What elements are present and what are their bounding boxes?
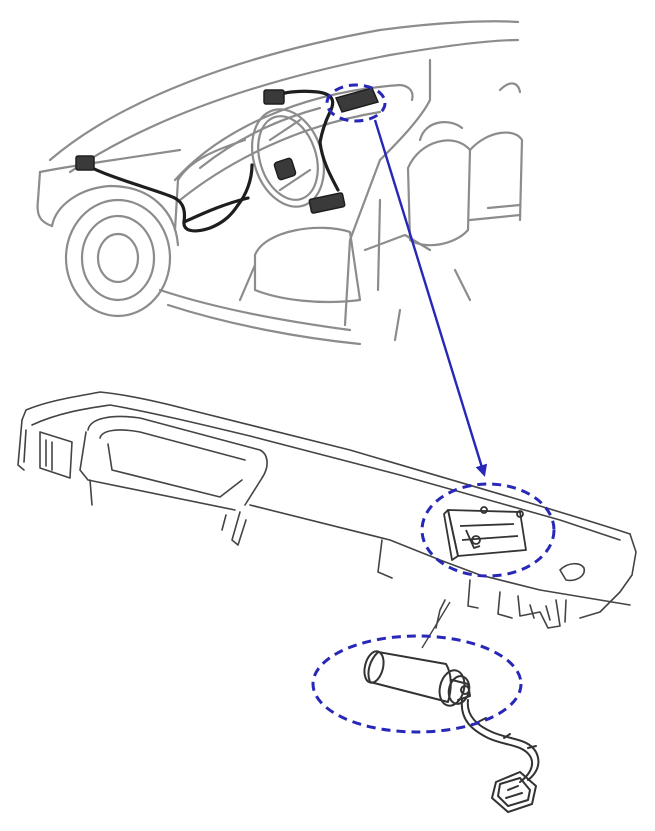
roof-control-unit xyxy=(263,89,285,105)
instrument-cluster-opening xyxy=(87,415,268,506)
car-front-seat xyxy=(253,226,362,304)
dashboard-illustration xyxy=(17,391,637,629)
dashboard-airbag-module xyxy=(443,506,527,561)
car-interior-illustration xyxy=(36,20,524,346)
car-rear-seat xyxy=(468,131,524,222)
left-vent xyxy=(39,431,73,479)
callout-arrow xyxy=(373,119,488,477)
airbag-inflator-assembly xyxy=(363,650,540,813)
car-roofline-inner xyxy=(68,38,520,174)
passenger-airbag-location-highlight xyxy=(325,83,387,123)
steering-airbag-hub xyxy=(273,157,297,181)
car-dashboard xyxy=(173,83,414,182)
inflator-connector xyxy=(491,771,537,813)
car-fender xyxy=(50,184,180,247)
car-hood xyxy=(38,148,182,174)
dashboard-top-edge xyxy=(21,391,631,535)
airbag-inflator-highlight xyxy=(311,634,523,734)
passenger-airbag-in-car xyxy=(334,87,380,113)
dashboard-airbag-module-highlight xyxy=(420,482,556,578)
car-roofline xyxy=(48,20,520,162)
car-front-wheel xyxy=(64,198,172,318)
inflator-leader-line xyxy=(421,601,451,649)
harness-components xyxy=(75,87,380,214)
dashboard-lower-edge xyxy=(249,504,631,606)
car-seat-backrest xyxy=(406,139,472,247)
center-control-module xyxy=(308,192,346,214)
dashboard-right-end xyxy=(579,533,637,619)
airbag-wiring-harness xyxy=(82,89,340,233)
inflator-cable xyxy=(460,699,534,783)
inflator-cylinder xyxy=(367,651,452,703)
front-impact-sensor xyxy=(75,155,95,171)
